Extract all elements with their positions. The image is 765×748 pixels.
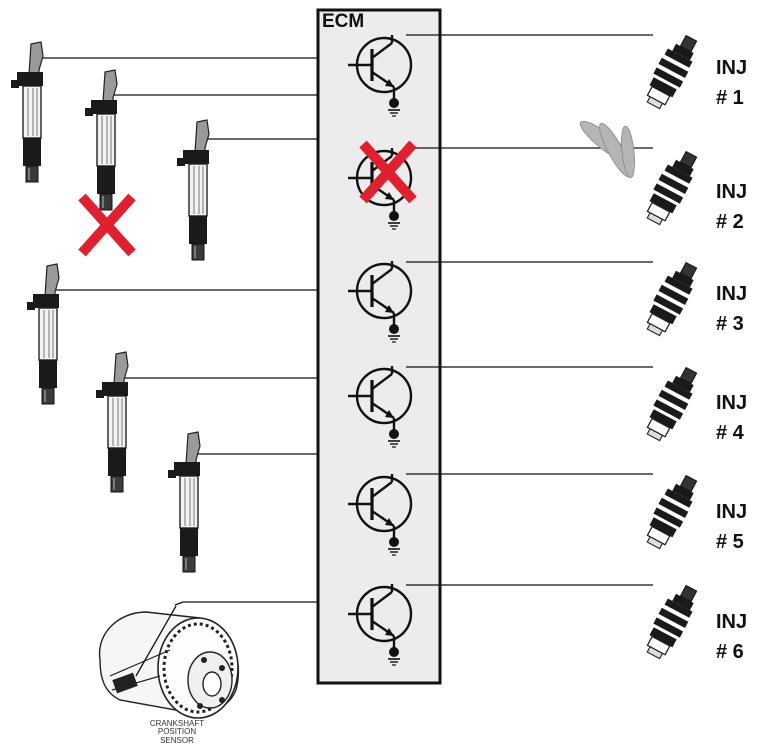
ignition-coil-5 xyxy=(95,351,129,493)
fuel-injectors xyxy=(639,29,704,664)
ignition-coil-2 xyxy=(84,69,118,211)
injector-3-label: INJ xyxy=(716,283,748,305)
injector-5-label: INJ xyxy=(716,501,748,523)
injector-6-label: INJ xyxy=(716,611,748,633)
ignition-coil-1 xyxy=(10,41,44,183)
ignition-coils xyxy=(10,41,210,573)
ignition-coil-6 xyxy=(167,431,201,573)
ecm-label: ECM xyxy=(322,11,365,32)
crankshaft-sensor-illustration xyxy=(98,605,240,719)
injector-5-number: # 5 xyxy=(716,531,744,553)
crankshaft-sensor-label-line3: SENSOR xyxy=(160,735,194,745)
injector-1-number: # 1 xyxy=(716,87,744,109)
injector-3-number: # 3 xyxy=(716,313,744,335)
injector-3 xyxy=(639,256,704,341)
coil-wires xyxy=(40,57,318,606)
injector-2-label: INJ xyxy=(716,181,748,203)
injector-5 xyxy=(639,469,704,554)
ignition-coil-3 xyxy=(176,119,210,261)
injector-6-number: # 6 xyxy=(716,641,744,663)
crankshaft-sensor-label-line2: POSITION xyxy=(157,727,197,737)
injector-4 xyxy=(639,361,704,446)
ignition-coil-4 xyxy=(26,263,60,405)
crankshaft-sensor-label-line1: CRANKSHAFT xyxy=(149,719,205,728)
injector-4-number: # 4 xyxy=(716,422,744,444)
injector-4-label: INJ xyxy=(716,392,748,414)
injector-wires xyxy=(406,34,653,586)
injector-1-label: INJ xyxy=(716,57,748,79)
injector-2 xyxy=(639,145,704,230)
crankshaft-sensor-label: CRANKSHAFT POSITION SENSOR xyxy=(122,719,232,745)
injector-2-number: # 2 xyxy=(716,211,744,233)
injector-6 xyxy=(639,579,704,664)
ecm-box xyxy=(316,8,442,685)
fuel-spray xyxy=(579,120,635,179)
injector-1 xyxy=(639,29,704,114)
